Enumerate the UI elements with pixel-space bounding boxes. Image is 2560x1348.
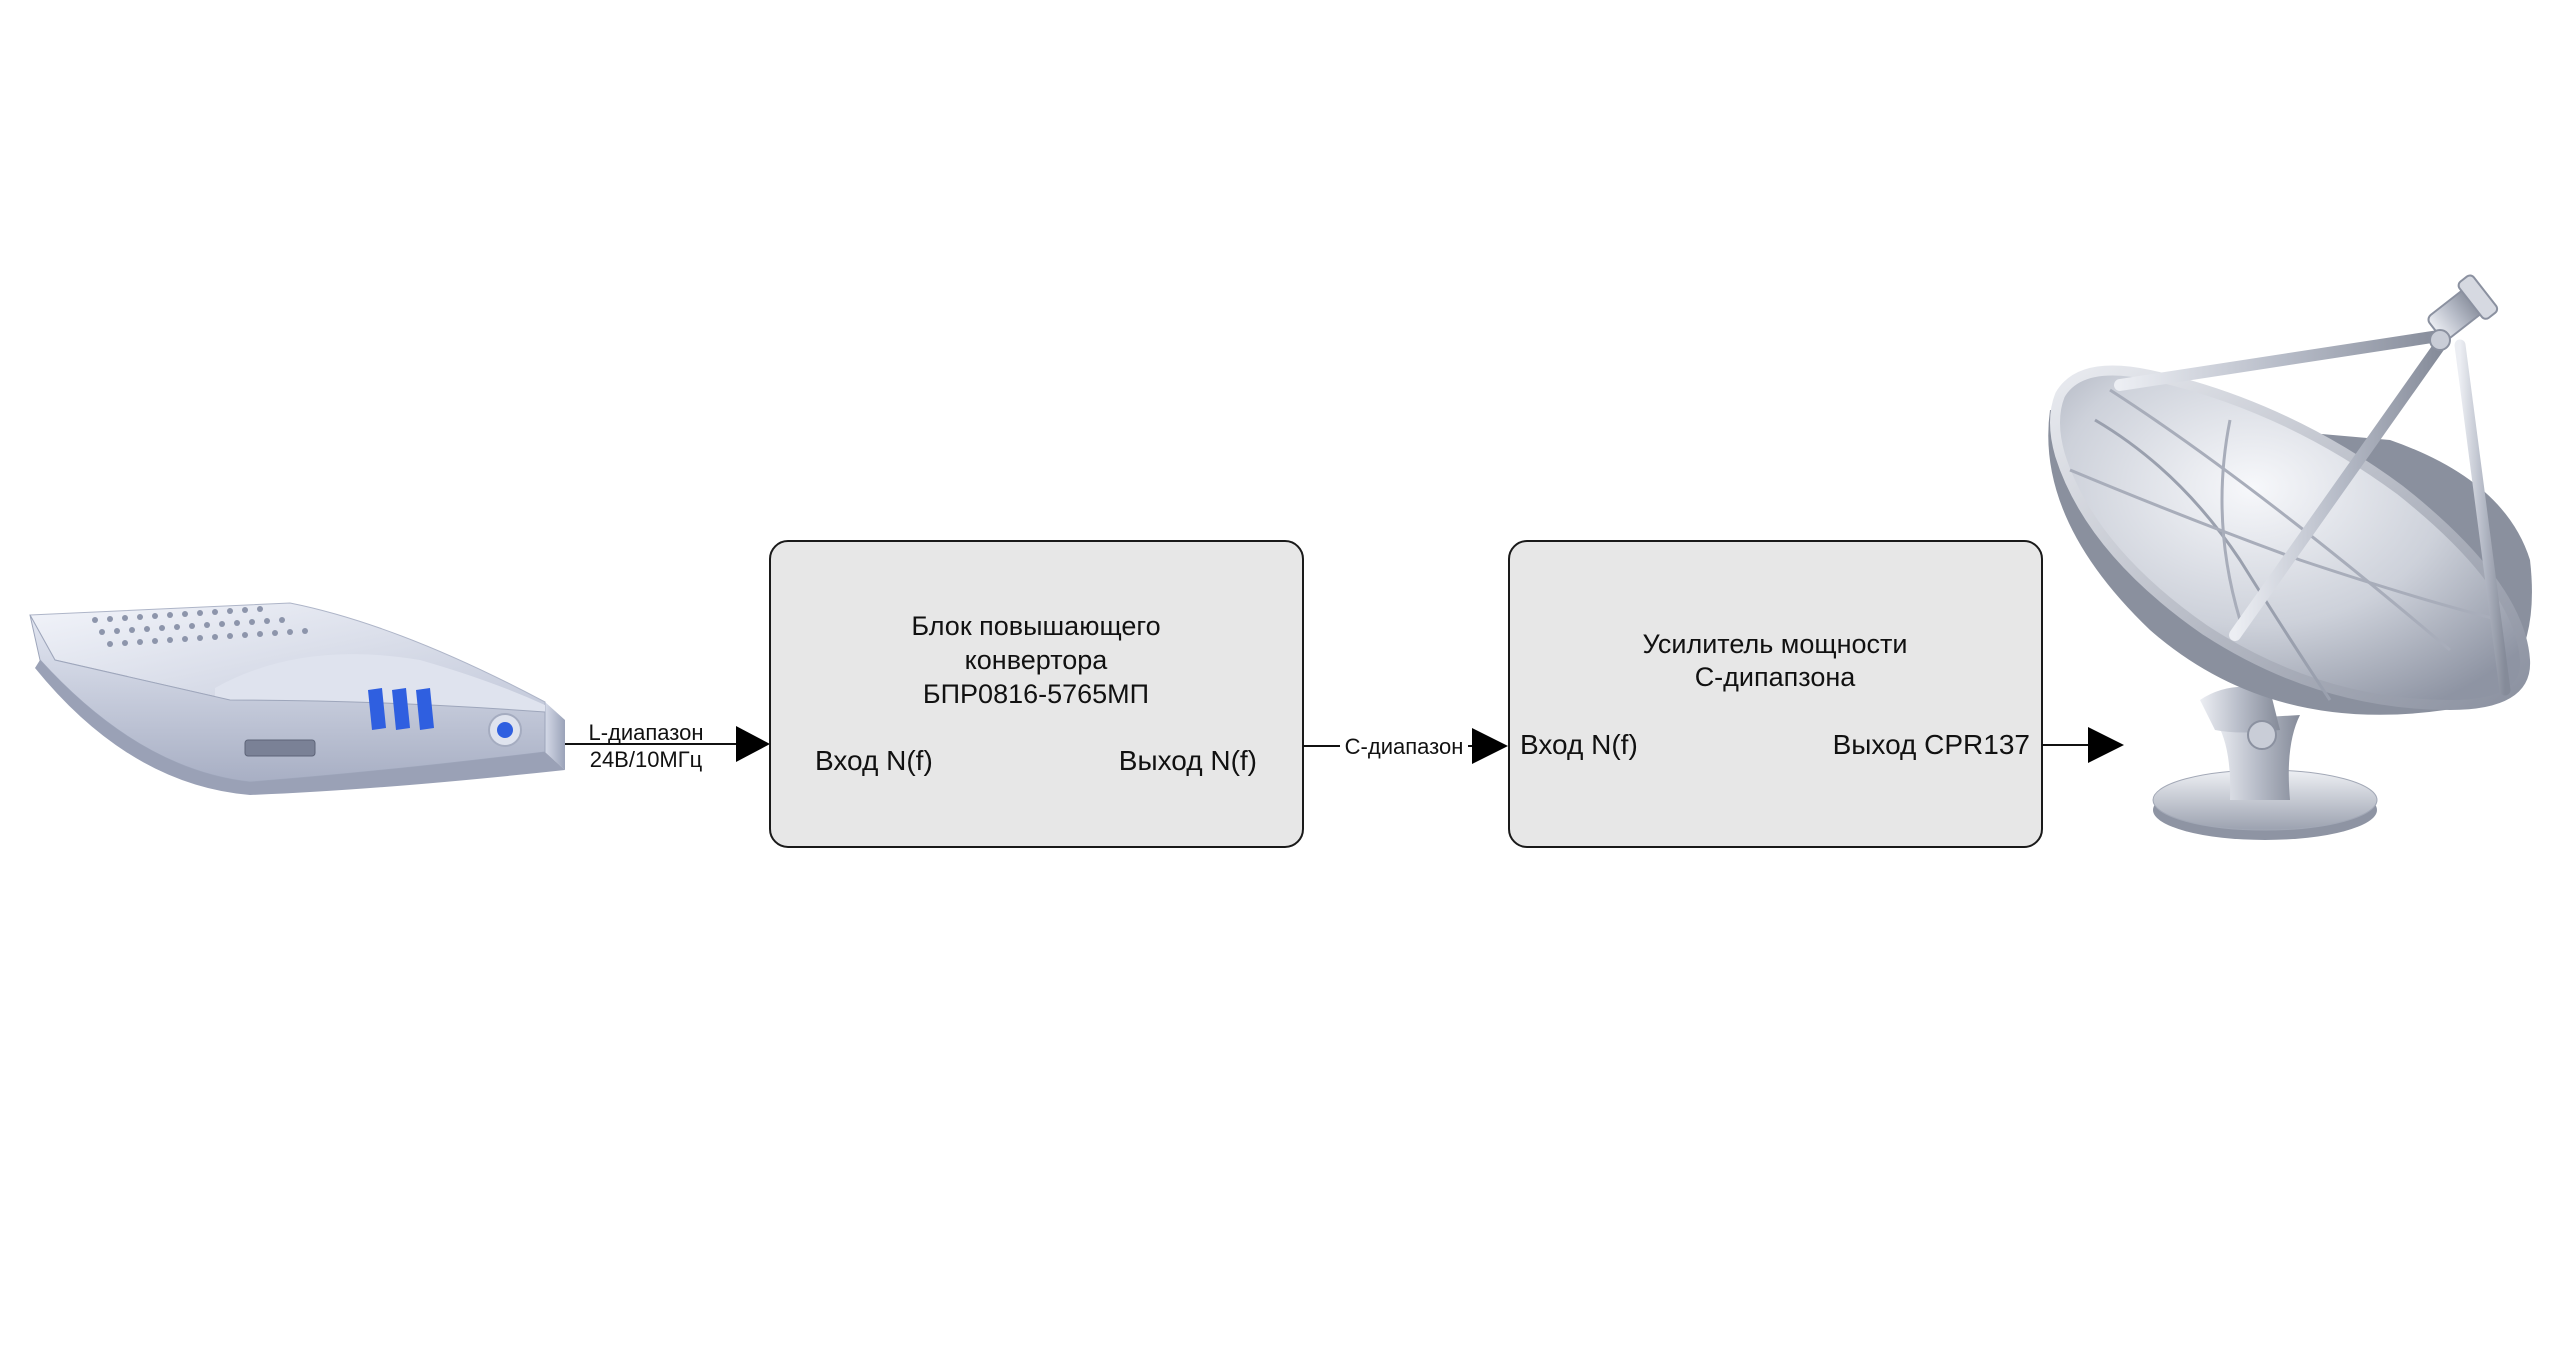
arrow-head-icon — [1472, 728, 1508, 764]
amplifier-title-line1: Усилитель мощности — [1643, 629, 1908, 659]
amplifier-title-line2: С-дипапзона — [1695, 662, 1857, 692]
amplifier-block[interactable]: Усилитель мощности С-дипапзона Вход N(f)… — [1508, 540, 2043, 848]
satellite-dish-icon — [2048, 274, 2532, 840]
link-l-band-params: 24В/10МГц — [590, 747, 703, 772]
arrow-head-icon — [2088, 727, 2124, 763]
link-l-band: L-диапазон 24В/10МГц — [565, 720, 770, 772]
modem-icon — [29, 602, 565, 795]
converter-output-label: Выход N(f) — [1119, 745, 1257, 776]
amplifier-input-label: Вход N(f) — [1520, 729, 1638, 760]
converter-title-line1: Блок повышающего — [911, 611, 1160, 641]
link-to-antenna — [2042, 727, 2124, 763]
converter-input-label: Вход N(f) — [815, 745, 933, 776]
link-l-band-label: L-диапазон — [588, 720, 703, 745]
converter-title-line3: БПР0816-5765МП — [923, 679, 1149, 709]
converter-block[interactable]: Блок повышающего конвертора БПР0816-5765… — [769, 540, 1304, 848]
arrow-head-icon — [736, 726, 770, 762]
amplifier-output-label: Выход CPR137 — [1833, 729, 2030, 760]
link-c-band-label: С-диапазон — [1345, 734, 1464, 759]
converter-title-line2: конвертора — [965, 645, 1109, 675]
link-c-band: С-диапазон — [1303, 728, 1508, 764]
